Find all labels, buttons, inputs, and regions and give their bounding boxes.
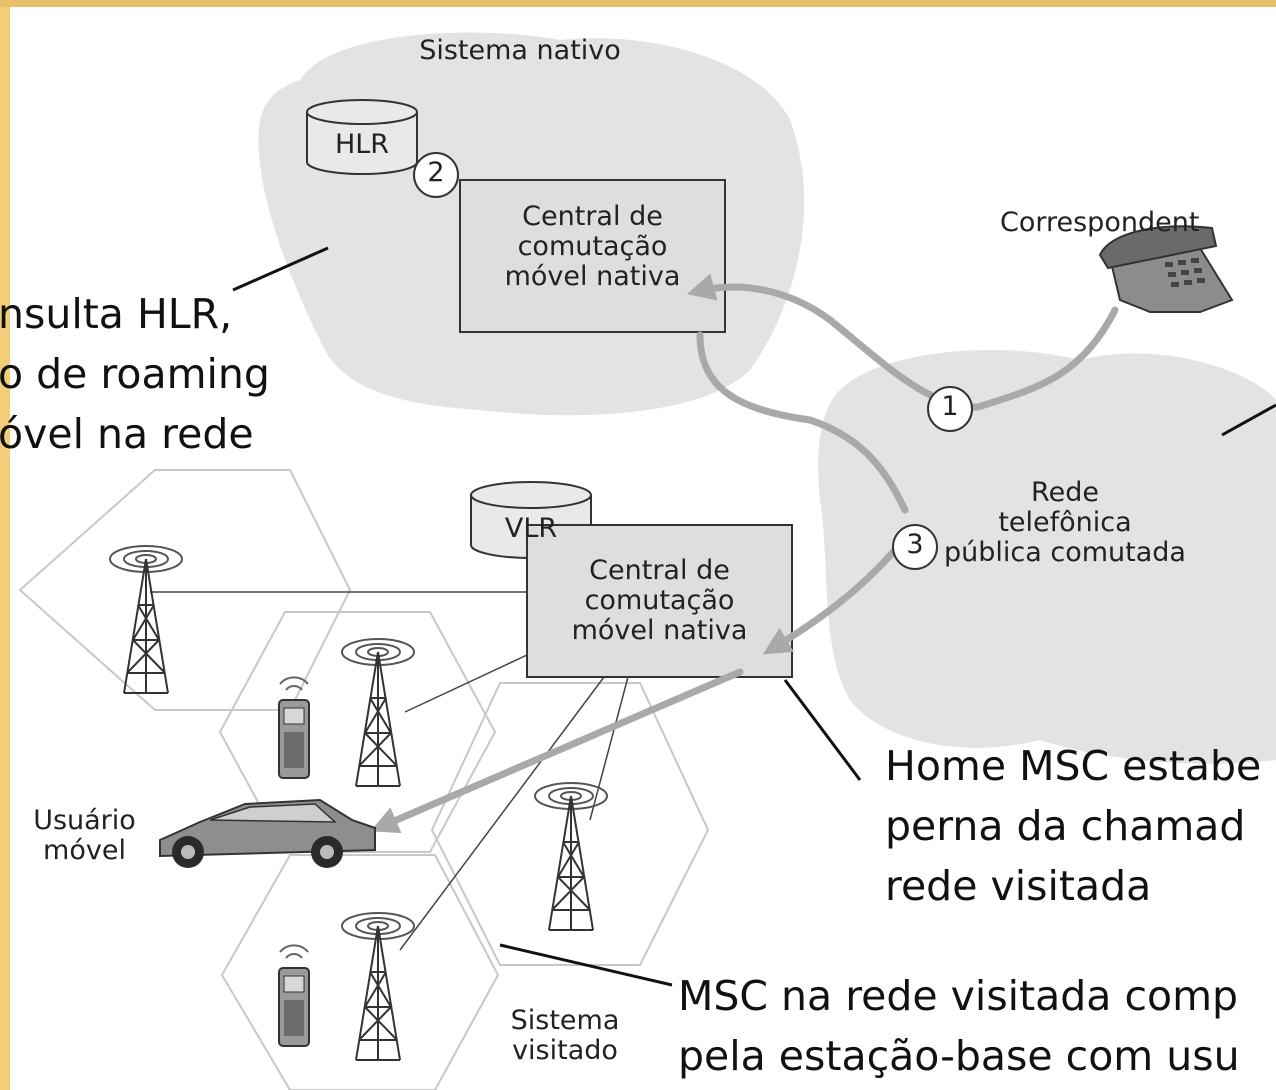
call-arrow-step3 <box>762 546 899 655</box>
annotation-pointer <box>783 679 862 781</box>
annotation-home-msc-line2: perna da chamad <box>885 802 1246 850</box>
telephone-icon <box>1098 225 1234 313</box>
radio-tower-icon <box>109 545 183 694</box>
annotation-visited-msc-line2: pela estação-base com usu <box>678 1032 1240 1080</box>
radio-tower-icon <box>341 912 415 1061</box>
correspondent-label: Correspondent <box>1000 207 1200 238</box>
call-arrow-step1 <box>686 273 1119 411</box>
annotation-visited-msc-line1: MSC na rede visitada comp <box>678 972 1239 1020</box>
step-2-circle <box>413 152 459 198</box>
tower-link-line <box>399 676 605 951</box>
home-msc-box <box>459 179 726 333</box>
step-1-label: 1 <box>941 391 959 422</box>
vlr-label: VLR <box>504 513 558 544</box>
annotation-pointer <box>499 943 673 987</box>
visited-msc-box <box>526 524 793 678</box>
cell-hexagon <box>18 469 352 711</box>
top-accent-bar <box>0 0 1276 7</box>
step-3-circle <box>892 524 938 570</box>
tower-link-line <box>404 654 528 713</box>
mobile-phone-icon <box>278 676 310 779</box>
step-2-label: 2 <box>427 157 445 188</box>
radio-tower-icon <box>341 638 415 787</box>
annotation-pointer <box>1221 403 1276 437</box>
pstn-cloud <box>818 350 1276 764</box>
mobile-phone-icon <box>278 944 310 1047</box>
car-icon <box>159 798 376 868</box>
step-3-label: 3 <box>906 529 924 560</box>
annotation-hlr-line3: óvel na rede <box>0 410 254 458</box>
cell-hexagon <box>218 611 497 853</box>
annotation-home-msc-line3: rede visitada <box>885 862 1152 910</box>
home-system-label: Sistema nativo <box>419 35 621 66</box>
step-1-circle <box>927 386 973 432</box>
hlr-database <box>306 99 418 175</box>
cell-hexagon <box>430 682 710 966</box>
call-arrow-home-to-pstn <box>696 331 909 514</box>
annotation-pointer <box>232 246 329 292</box>
hlr-label: HLR <box>334 129 390 160</box>
cell-hexagon <box>220 854 500 1090</box>
tower-link-line <box>589 676 629 821</box>
annotation-hlr-line1: nsulta HLR, <box>0 290 233 338</box>
left-accent-bar <box>0 0 10 1090</box>
annotation-hlr-line2: o de roaming <box>0 350 270 398</box>
call-arrow-to-mobile <box>370 668 744 834</box>
radio-tower-icon <box>534 782 608 931</box>
annotation-home-msc-line1: Home MSC estabe <box>885 742 1262 790</box>
